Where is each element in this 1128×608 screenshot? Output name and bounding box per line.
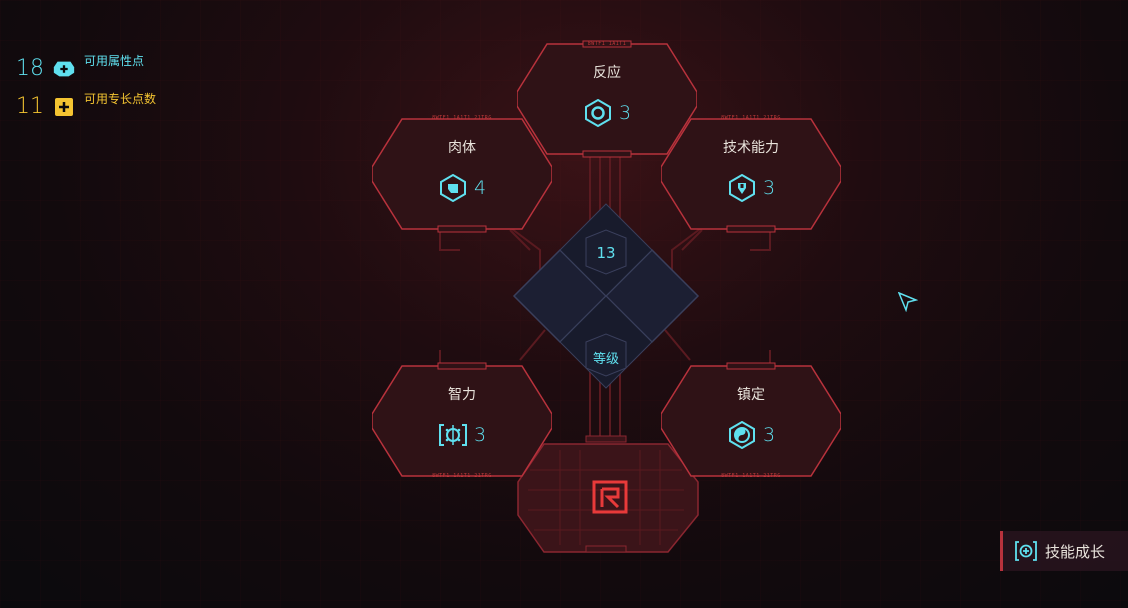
attribute-technical[interactable]: 8WTF1 1A1T1 21TRG 技术能力 3 <box>661 115 841 233</box>
reflexes-tag: 8WTF1 1A1T1 <box>587 41 627 47</box>
reflexes-name: 反应 <box>593 65 621 81</box>
intelligence-value: 3 <box>473 424 487 446</box>
technical-value: 3 <box>762 177 776 199</box>
skill-head-icon <box>1015 540 1037 562</box>
fist-icon <box>438 173 468 203</box>
attribute-points-label: 可用属性点 <box>84 54 145 68</box>
attribute-points: 18 可用属性点 <box>16 54 144 81</box>
skill-progression-button[interactable]: 技能成长 <box>1000 531 1128 571</box>
technical-tag: 8WTF1 1A1T1 21TRG <box>721 115 781 121</box>
attribute-intelligence[interactable]: 8WTF1 1A1T1 21TRG 智力 3 <box>372 362 552 480</box>
perk-points-value: 11 <box>16 94 44 119</box>
brain-icon <box>438 420 468 450</box>
intelligence-name: 智力 <box>448 387 476 403</box>
intelligence-tag: 8WTF1 1A1T1 21TRG <box>432 473 492 479</box>
body-value: 4 <box>473 177 487 199</box>
body-name: 肉体 <box>448 140 476 156</box>
level-label: 等级 <box>592 352 619 367</box>
level-value: 13 <box>596 244 616 262</box>
wrench-icon <box>727 173 757 203</box>
attribute-points-value: 18 <box>16 56 44 81</box>
technical-name: 技术能力 <box>723 140 779 156</box>
cool-value: 3 <box>762 424 776 446</box>
yin-yang-icon <box>727 420 757 450</box>
attribute-body[interactable]: 8WTF1 1A1T1 21TRG 肉体 4 <box>372 115 552 233</box>
attribute-reflexes[interactable]: 8WTF1 1A1T1 反应 3 <box>517 40 697 158</box>
mouse-cursor-icon <box>897 291 919 316</box>
reflex-target-icon <box>583 98 613 128</box>
level-diamond <box>512 203 700 389</box>
cyber-head-icon <box>52 58 76 80</box>
attribute-cool[interactable]: 8WTF1 1A1T1 21TRG 镇定 3 <box>661 362 841 480</box>
brand-logo-icon <box>592 480 628 514</box>
cool-name: 镇定 <box>737 387 765 403</box>
body-tag: 8WTF1 1A1T1 21TRG <box>432 115 492 121</box>
reflexes-value: 3 <box>618 102 632 124</box>
cool-tag: 8WTF1 1A1T1 21TRG <box>721 473 781 479</box>
plus-square-icon <box>52 96 76 118</box>
perk-points-label: 可用专长点数 <box>84 92 157 106</box>
perk-points: 11 可用专长点数 <box>16 92 156 119</box>
skill-progression-label: 技能成长 <box>1045 542 1106 561</box>
